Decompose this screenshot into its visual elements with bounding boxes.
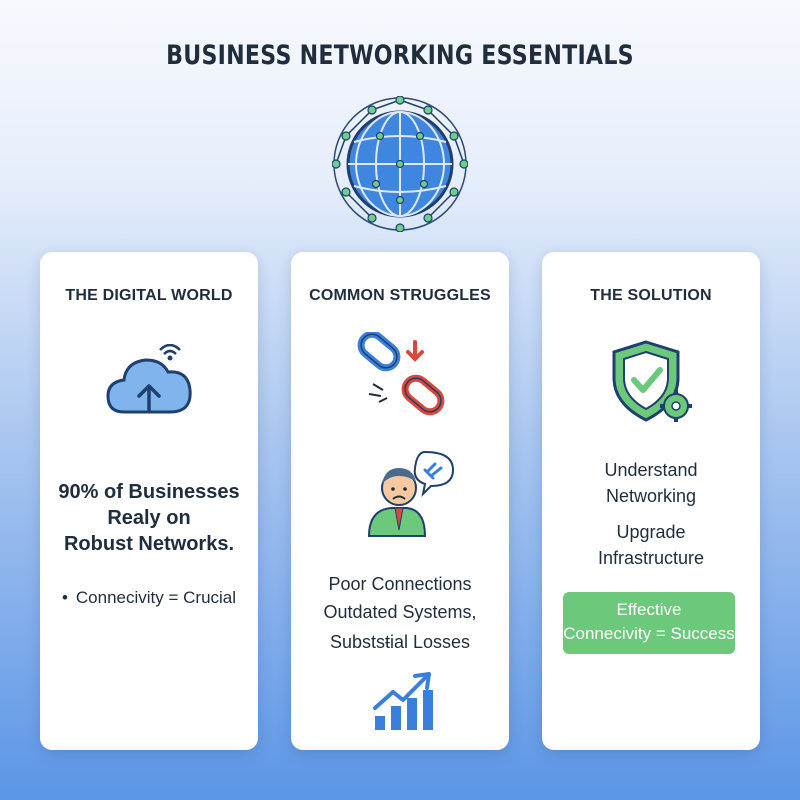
growth-chart-icon xyxy=(373,672,433,730)
card-title: COMMON STRUGGLES xyxy=(309,287,491,304)
solution-line-2: Networking xyxy=(605,486,697,506)
broken-chain-icon xyxy=(357,332,445,416)
page-title: BUSINESS NETWORKING ESSENTIALS xyxy=(166,40,634,71)
card-common-struggles: COMMON STRUGGLES Poor Connections Outdat… xyxy=(291,252,509,750)
shield-check-gear-icon xyxy=(612,340,692,422)
stat-line-2: Realy on xyxy=(107,507,191,529)
stat-line-3: Robust Networks. xyxy=(63,533,235,555)
card-title: THE DIGITAL WORLD xyxy=(65,287,233,304)
card-title: THE SOLUTION xyxy=(590,287,712,304)
success-line-2: Connecivity = Success xyxy=(563,624,735,643)
success-banner: Effective Connecivity = Success xyxy=(563,592,735,654)
solution-line-4: Infrastructure xyxy=(597,548,705,568)
bullet-marker: • xyxy=(61,588,68,607)
stat-line-1: 90% of Businesses xyxy=(58,481,240,503)
solution-line-1: Understand xyxy=(604,460,698,480)
card-solution: THE SOLUTION Understand Networking Upgra… xyxy=(542,252,760,750)
bullet-item: • Connecivity = Crucial xyxy=(40,588,258,608)
struggle-line-2: Outdated Systems, xyxy=(323,602,477,622)
bullet-text: Connecivity = Crucial xyxy=(75,588,237,607)
card-digital-world: THE DIGITAL WORLD 90% of Businesses Real… xyxy=(40,252,258,750)
struggle-line-1: Poor Connections xyxy=(328,574,472,594)
frustrated-person-icon xyxy=(367,450,455,537)
solution-line-3: Upgrade xyxy=(616,522,686,542)
cloud-upload-wifi-icon xyxy=(106,344,192,414)
success-line-1: Effective xyxy=(616,600,682,619)
network-globe-icon xyxy=(332,96,468,232)
struggle-line-3: Substsŧial Losses xyxy=(329,632,471,652)
